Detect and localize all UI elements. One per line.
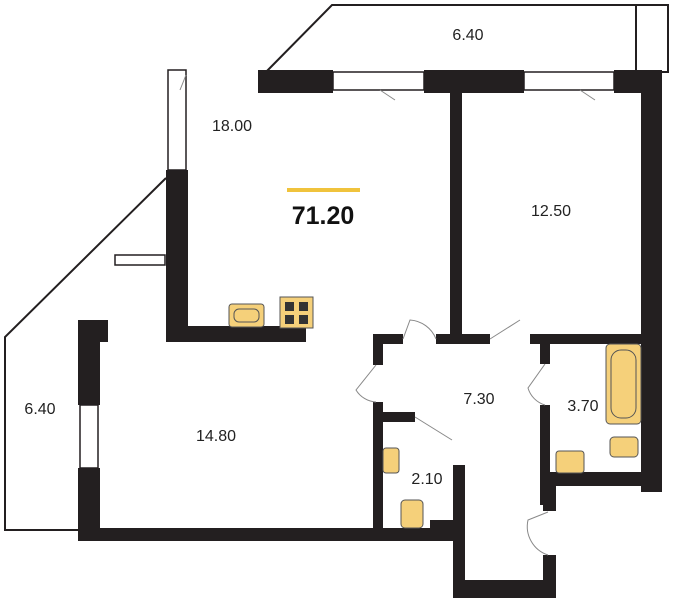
area-living-room: 18.00 [212, 118, 252, 135]
area-toilet: 2.10 [411, 471, 442, 488]
kitchen-sink-icon [228, 303, 265, 328]
area-bathroom: 3.70 [567, 398, 598, 415]
area-hallway: 7.30 [463, 391, 494, 408]
walls [78, 70, 662, 598]
area-balcony-top: 6.40 [452, 27, 483, 44]
wc-toilet-icon [400, 499, 424, 529]
area-balcony-left: 6.40 [24, 401, 55, 418]
windows [79, 69, 615, 469]
stove-icon [279, 296, 314, 329]
bathroom-toilet-icon [609, 436, 639, 458]
bathtub-icon [605, 343, 642, 425]
balcony-left-outline [4, 177, 167, 531]
bathroom-sink-icon [555, 450, 585, 474]
total-area-label: 71.20 [292, 202, 355, 230]
area-bedroom: 12.50 [531, 203, 571, 220]
total-area-accent-bar [287, 188, 360, 192]
area-kitchen: 14.80 [196, 428, 236, 445]
door-swings [179, 74, 596, 556]
wc-sink-icon [382, 447, 400, 474]
